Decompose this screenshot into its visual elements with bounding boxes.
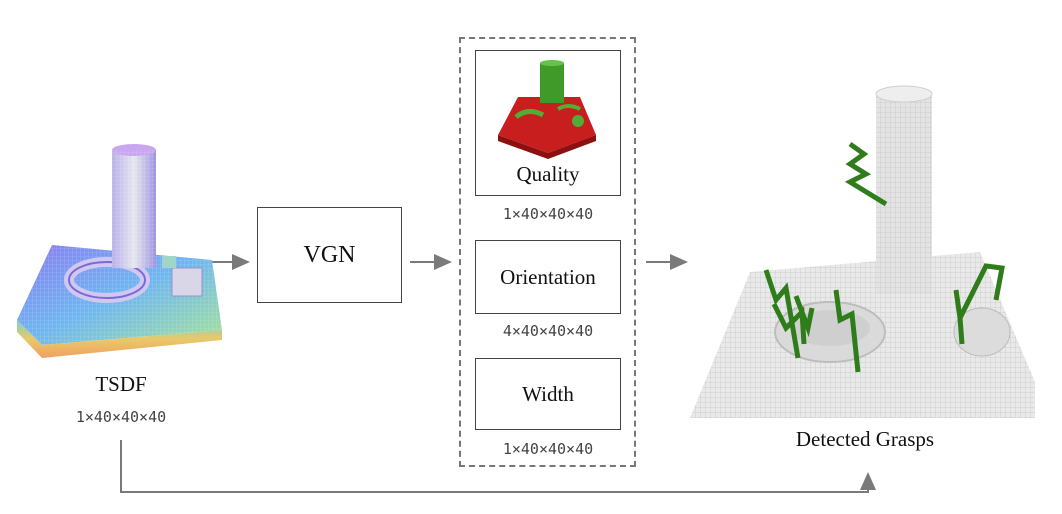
outputs-container [459, 37, 636, 467]
orientation-label: Orientation [500, 264, 596, 289]
vgn-network-box: VGN [257, 207, 402, 303]
arrow-skip-connection [120, 440, 876, 493]
quality-shape: 1×40×40×40 [502, 205, 594, 223]
quality-label: Quality [516, 162, 580, 186]
orientation-shape: 4×40×40×40 [502, 322, 594, 340]
tsdf-shape: 1×40×40×40 [75, 408, 167, 426]
quality-map-image [498, 60, 596, 159]
width-output-box: Width [475, 358, 621, 430]
orientation-output-box: Orientation [475, 240, 621, 314]
detected-grasps-image [690, 85, 1035, 418]
quality-output-box: Quality [475, 50, 621, 196]
width-label: Width [522, 381, 574, 406]
width-shape: 1×40×40×40 [502, 440, 594, 458]
vgn-label: VGN [303, 241, 356, 268]
tsdf-voxel-image [17, 144, 222, 358]
detected-grasps-label: Detected Grasps [795, 427, 935, 451]
tsdf-label: TSDF [95, 372, 147, 396]
